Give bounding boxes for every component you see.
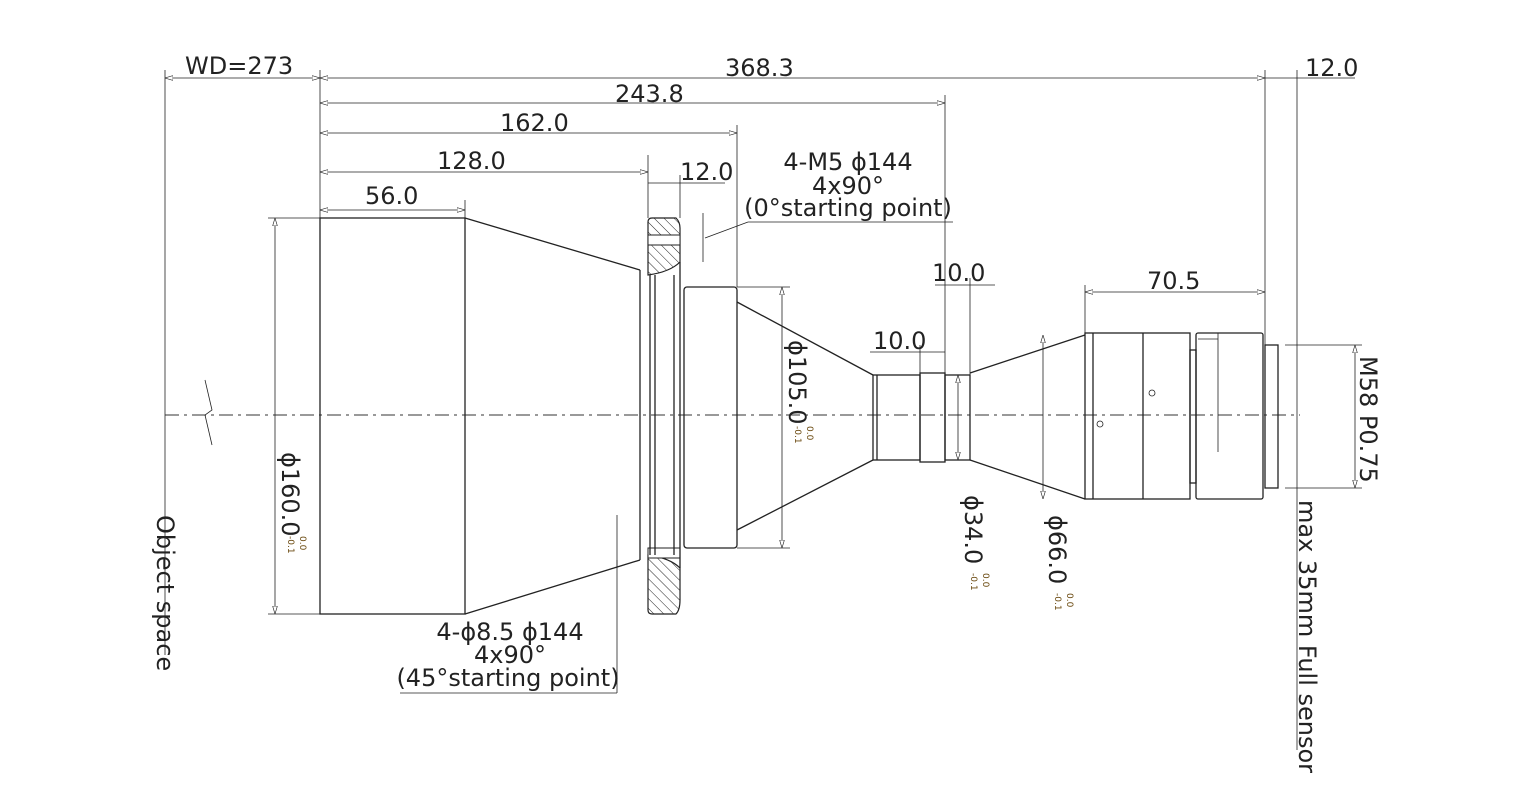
tol-lower: -0.1 xyxy=(968,573,978,591)
object-space-label: Object space xyxy=(151,515,179,671)
hole-note-3: (45°starting point) xyxy=(396,664,619,692)
dim-total: 368.3 xyxy=(725,54,794,82)
dim-flange: 12.0 xyxy=(680,158,733,186)
dim-56: 56.0 xyxy=(365,182,418,210)
m5-note-3: (0°starting point) xyxy=(744,194,952,222)
lens-body xyxy=(319,217,1279,615)
m5-note-1: 4-M5 ϕ144 xyxy=(783,148,912,176)
tol-upper: 0.0 xyxy=(980,573,990,588)
tol-lower: -0.1 xyxy=(1052,593,1062,611)
dia105-label: ϕ105.0 xyxy=(783,340,811,425)
hole-note-1: 4-ϕ8.5 ϕ144 xyxy=(436,618,583,646)
dia34-label: ϕ34.0 xyxy=(959,495,987,564)
break-mark xyxy=(204,379,213,446)
tol-upper: 0.0 xyxy=(1064,593,1074,608)
wd-label: WD=273 xyxy=(185,52,293,80)
hole-note-2: 4x90° xyxy=(474,641,546,669)
dimension-lines xyxy=(164,70,1362,750)
dim-128: 128.0 xyxy=(437,147,506,175)
thread-label: M58 P0.75 xyxy=(1354,356,1382,483)
m5-note-2: 4x90° xyxy=(812,172,884,200)
dia66-label: ϕ66.0 xyxy=(1043,515,1071,584)
tol-upper: 0.0 xyxy=(804,426,814,441)
tol-lower: -0.1 xyxy=(285,536,295,554)
dim-body: 70.5 xyxy=(1147,267,1200,295)
dim-243: 243.8 xyxy=(615,80,684,108)
tol-upper: 0.0 xyxy=(297,536,307,551)
sensor-label: max 35mm Full sensor xyxy=(1293,500,1321,773)
dia160-label: ϕ160.0 xyxy=(276,452,304,537)
dim-ring2: 10.0 xyxy=(873,327,926,355)
tol-lower: -0.1 xyxy=(792,426,802,444)
dim-ring1: 10.0 xyxy=(932,259,985,287)
dim-162: 162.0 xyxy=(500,109,569,137)
dim-back: 12.0 xyxy=(1305,54,1358,82)
